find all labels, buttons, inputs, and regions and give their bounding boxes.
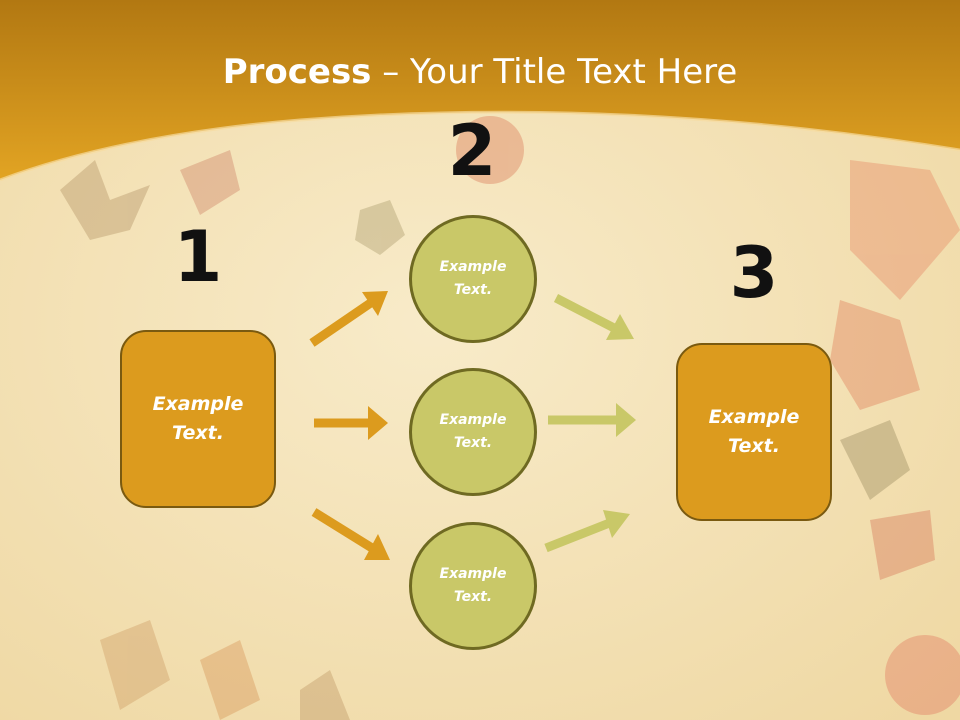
circle-bottom-label: Example Text. — [439, 566, 507, 605]
circle-top-label: Example Text. — [439, 259, 507, 298]
step-3-label: Example Text. — [708, 406, 800, 457]
step-3-box: Example Text. — [676, 343, 832, 521]
header-band — [0, 0, 960, 180]
title-rest: – Your Title Text Here — [371, 52, 738, 92]
arrow-middle-circle-to-3 — [548, 403, 636, 437]
step-2-circle-bottom: Example Text. — [409, 522, 537, 650]
arrow-bottom-circle-to-3 — [544, 510, 630, 553]
step-2-circle-middle: Example Text. — [409, 368, 537, 496]
step-number-1: 1 — [173, 216, 223, 298]
arrow-top-circle-to-3 — [553, 294, 634, 340]
title-bold: Process — [222, 52, 372, 92]
step-number-2: 2 — [447, 110, 497, 192]
arrow-1-to-bottom-circle — [311, 508, 390, 560]
circle-middle-label: Example Text. — [439, 412, 507, 451]
step-2-circle-top: Example Text. — [409, 215, 537, 343]
arrow-1-to-middle-circle — [314, 406, 388, 440]
step-1-box: Example Text. — [120, 330, 276, 508]
leaf-decoration — [60, 116, 960, 720]
step-1-label: Example Text. — [152, 393, 244, 444]
step-number-3: 3 — [729, 232, 779, 314]
slide-title: Process – Your Title Text Here — [0, 52, 960, 92]
arrow-1-to-top-circle — [309, 291, 388, 347]
